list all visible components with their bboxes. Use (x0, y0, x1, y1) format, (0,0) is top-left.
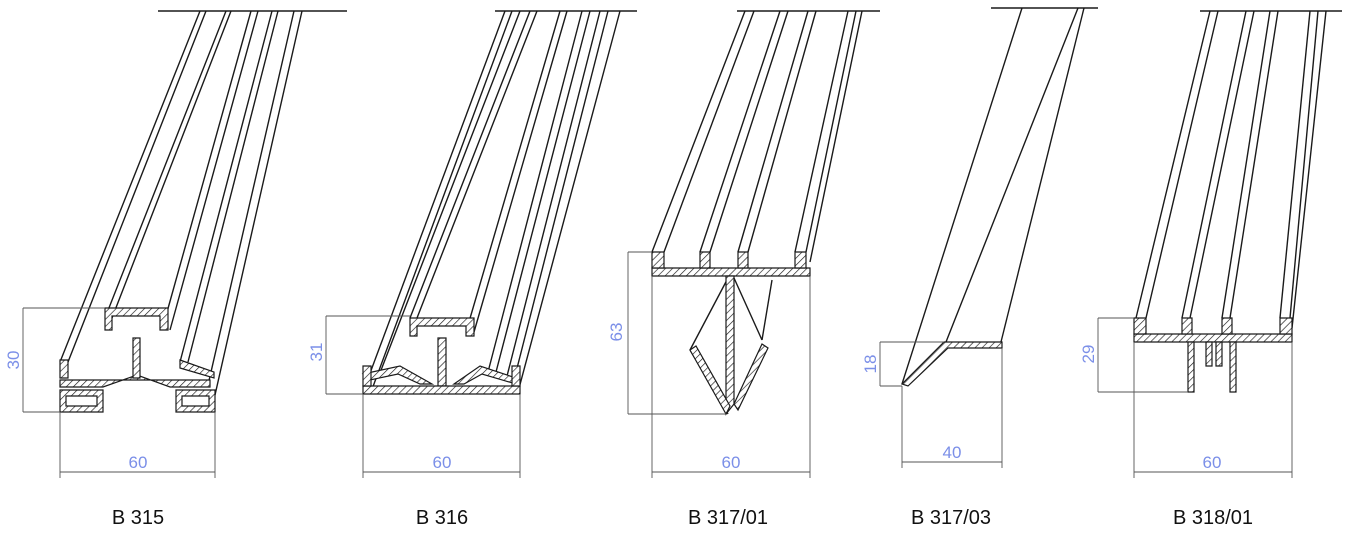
caption-b317-03: B 317/03 (910, 507, 992, 529)
b317-01-width-dimension: 60 (722, 453, 741, 472)
caption-b316: B 316 (415, 507, 469, 529)
b316-width-dimension: 60 (433, 453, 452, 472)
b315-width-dimension: 60 (129, 453, 148, 472)
caption-b318-01: B 318/01 (1172, 507, 1254, 529)
profile-b315: 60 30 (4, 10, 347, 478)
b317-03-width-dimension: 40 (943, 443, 962, 462)
b317-03-height-dimension: 18 (861, 355, 880, 374)
b317-01-height-dimension: 63 (607, 323, 626, 342)
profile-b317-03: 40 18 (861, 7, 1098, 468)
profile-b316: 60 31 (307, 10, 637, 478)
b315-height-dimension: 30 (4, 351, 23, 370)
b316-height-dimension: 31 (307, 343, 326, 362)
caption-b317-01: B 317/01 (687, 507, 769, 529)
profile-b318-01: 60 29 (1079, 10, 1342, 478)
b318-01-width-dimension: 60 (1203, 453, 1222, 472)
b318-01-height-dimension: 29 (1079, 345, 1098, 364)
profile-b317-01: 60 63 (607, 10, 880, 478)
caption-b315: B 315 (111, 507, 165, 529)
